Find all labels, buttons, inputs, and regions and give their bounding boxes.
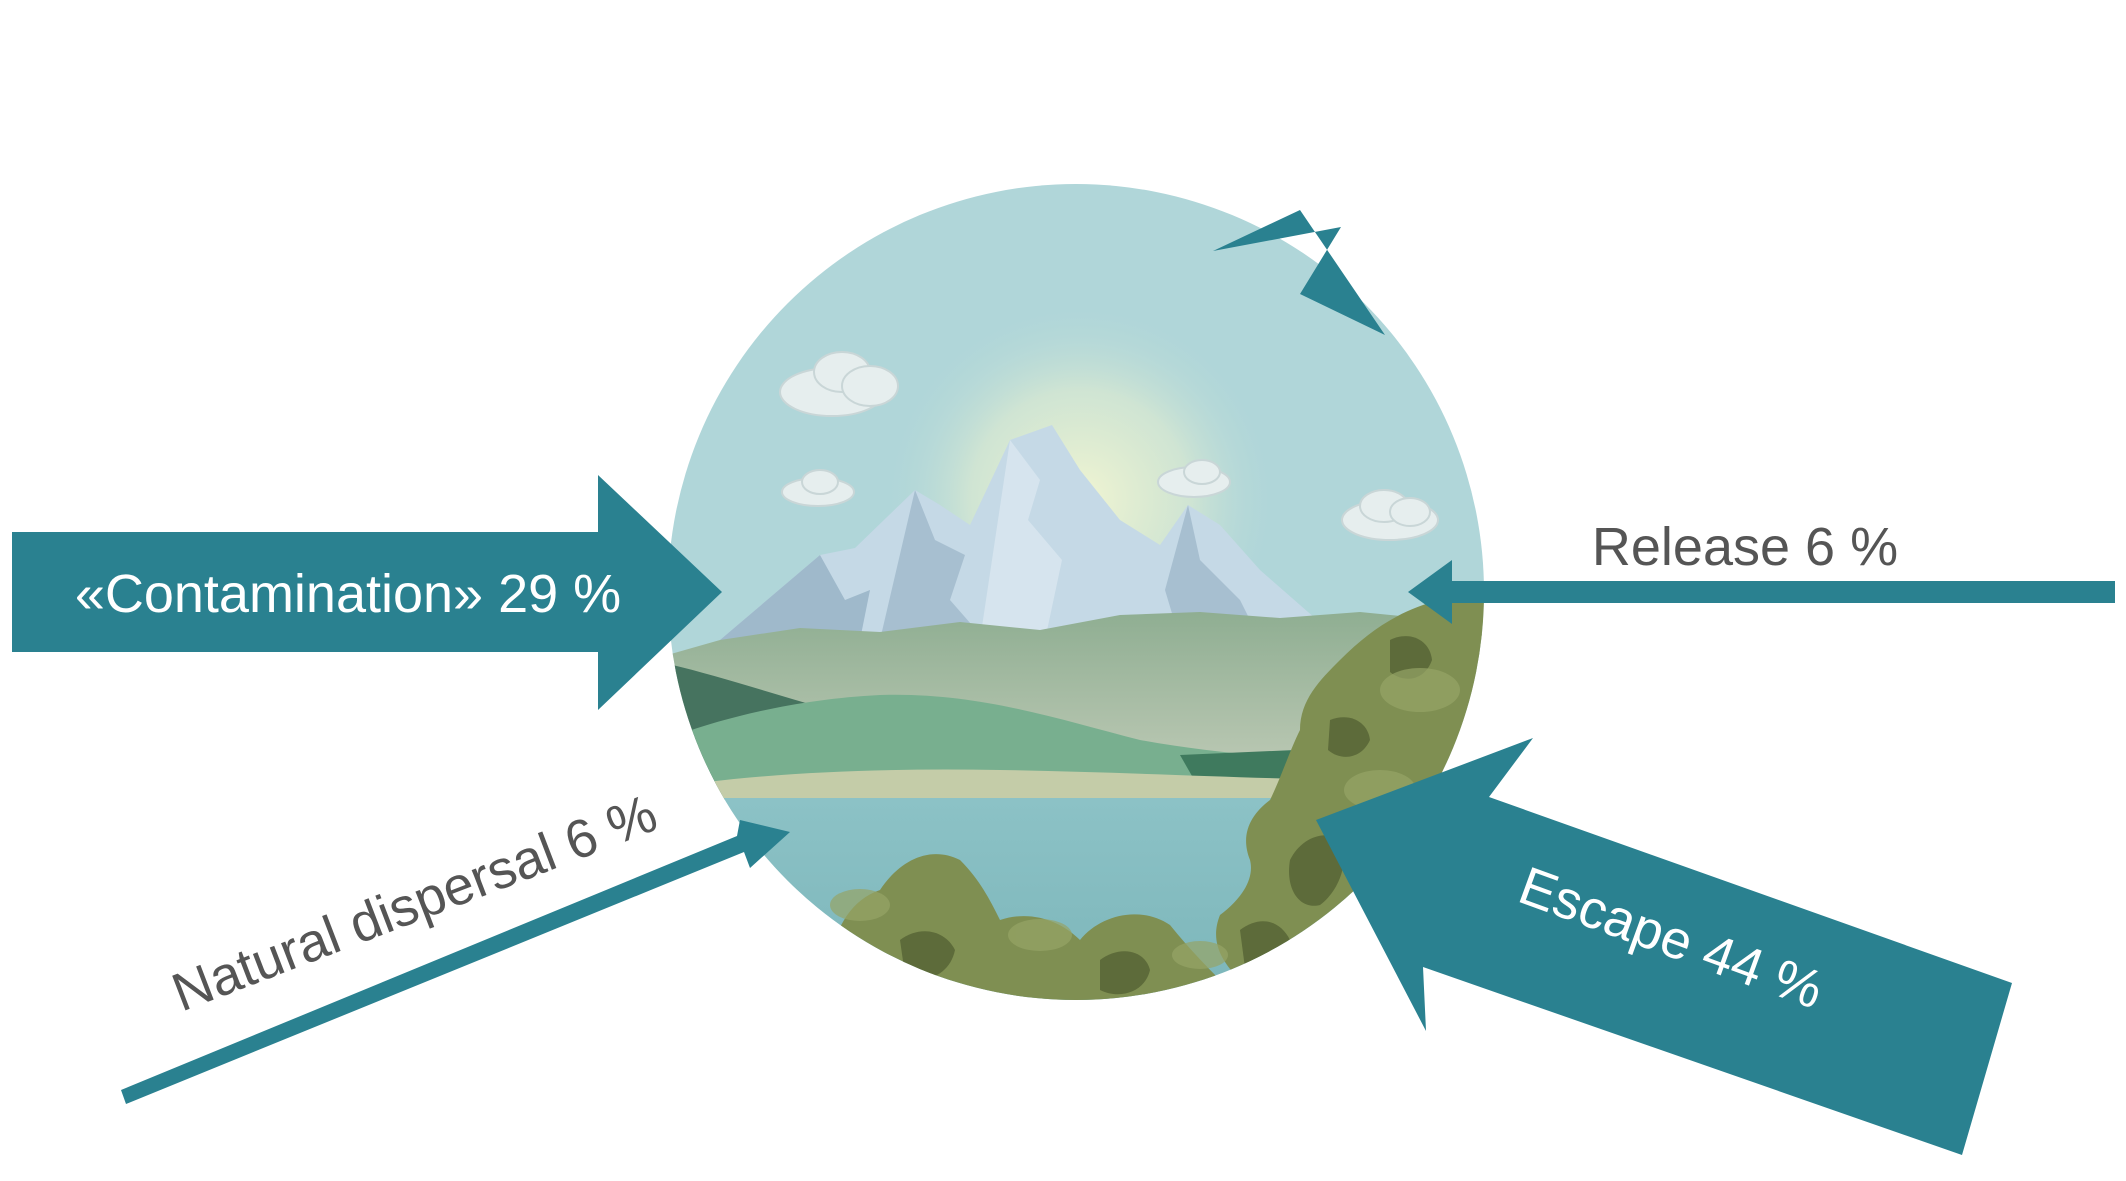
arrow-stowaway [1213,210,1385,335]
arrow-release [1408,560,2115,624]
cloud [779,351,899,417]
cloud [1341,489,1439,541]
pathway-arrows [12,210,2115,1155]
bush-highlights [830,668,1460,969]
label-stowaway: Stowaway 15 % [1430,56,1810,250]
mountains [720,425,1340,640]
shore [668,769,1340,800]
cloud [1157,459,1231,498]
label-contamination: «Contamination» 29 % [75,564,621,624]
bush-shadows [900,636,1432,995]
label-release: Release 6 % [1592,517,1898,577]
cloud [781,469,855,507]
arrow-natural-dispersal [121,820,790,1104]
arrow-contamination [12,475,722,710]
arrow-escape [1316,738,2012,1155]
